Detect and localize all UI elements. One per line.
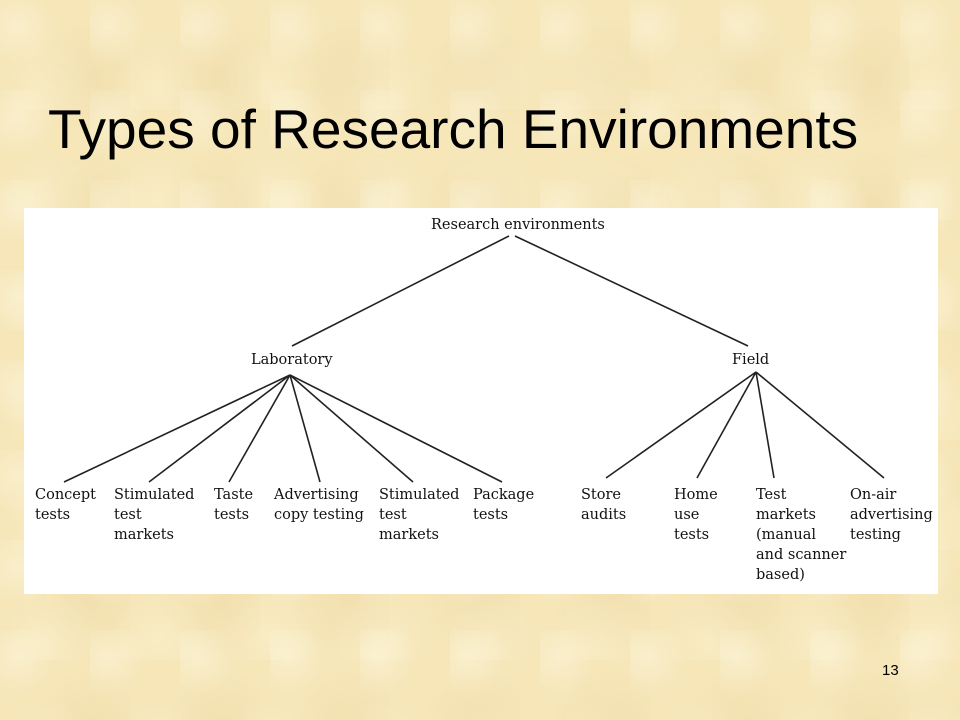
edge-laboratory-concept-tests [63, 374, 291, 483]
edge-field-home-use-tests [696, 371, 757, 479]
leaf-concept-tests: Concept tests [35, 487, 96, 523]
edge-root-field [514, 235, 749, 347]
edge-field-store-audits [605, 371, 757, 479]
edge-laboratory-stimulated-test-markets-2 [289, 374, 414, 483]
leaf-home-use-tests: Home use tests [674, 487, 718, 543]
leaf-stimulated-test-markets-1: Stimulated test markets [114, 487, 195, 543]
node-research-environments: Research environments [431, 217, 605, 233]
edge-root-laboratory [291, 235, 510, 347]
edge-laboratory-stimulated-test-markets-1 [148, 374, 291, 483]
node-field: Field [732, 352, 770, 368]
edge-laboratory-taste-tests [228, 374, 291, 483]
leaf-on-air-advertising-testing: On-air advertising testing [850, 487, 933, 543]
leaf-taste-tests: Taste tests [214, 487, 254, 523]
leaf-advertising-copy-testing: Advertising copy testing [274, 487, 364, 523]
leaf-package-tests: Package tests [473, 487, 535, 523]
edge-field-test-markets [755, 371, 775, 479]
node-laboratory: Laboratory [251, 352, 333, 368]
tree-connectors [63, 235, 885, 483]
slide-title: Types of Research Environments [48, 98, 859, 160]
edge-laboratory-advertising-copy-testing [289, 374, 321, 483]
edge-laboratory-package-tests [289, 374, 503, 483]
edge-field-on-air-advertising-testing [755, 371, 885, 479]
tree-diagram: Research environments Laboratory Field C… [24, 208, 938, 594]
leaf-store-audits: Store audits [581, 487, 627, 523]
leaf-test-markets: Test markets (manual and scanner based) [756, 487, 847, 583]
leaf-stimulated-test-markets-2: Stimulated test markets [379, 487, 460, 543]
page-number: 13 [882, 662, 899, 679]
